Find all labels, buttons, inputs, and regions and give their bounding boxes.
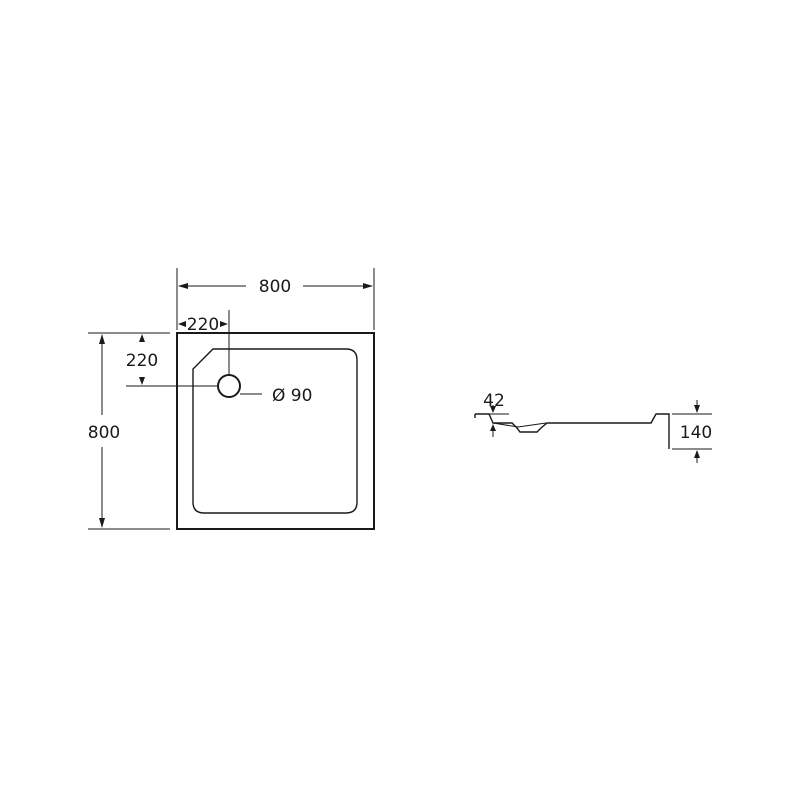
lip-arrow-top [490, 406, 496, 413]
drain-y-arrow-bottom [139, 377, 145, 385]
width-dimension: 800 [176, 268, 375, 330]
height-label: 800 [88, 423, 120, 443]
height-dimension: 800 [88, 332, 170, 530]
drain-x-arrow-right [220, 321, 228, 327]
drain-diameter-label: Ø 90 [272, 386, 312, 406]
height-arrow-bottom [99, 518, 105, 528]
width-label: 800 [259, 277, 291, 297]
tray-inner-basin [192, 348, 358, 514]
height-arrow-top [99, 334, 105, 344]
tray-outer-outline [176, 332, 375, 530]
plan-view: Ø 90 800 220 800 [88, 268, 375, 530]
drain-x-arrow-left [178, 321, 186, 327]
total-height-arrow-top [694, 405, 700, 413]
drain-x-offset-dimension: 220 [178, 315, 228, 335]
drain-y-arrow-top [139, 334, 145, 342]
lip-height-dimension: 42 [483, 391, 509, 437]
drain-y-offset-label: 220 [126, 351, 158, 371]
width-arrow-right [363, 283, 373, 289]
width-arrow-left [178, 283, 188, 289]
drain-circle [217, 374, 241, 398]
side-view: 42 140 [474, 391, 712, 463]
lip-arrow-bottom [490, 424, 496, 431]
lip-height-label: 42 [483, 391, 505, 411]
tray-section-profile [475, 413, 670, 449]
drain-y-offset-dimension: 220 [126, 334, 158, 385]
total-height-dimension: 140 [672, 400, 712, 463]
total-height-label: 140 [680, 423, 712, 443]
total-height-arrow-bottom [694, 450, 700, 458]
tray-section-floor [492, 422, 547, 428]
drain-x-offset-label: 220 [187, 315, 219, 335]
